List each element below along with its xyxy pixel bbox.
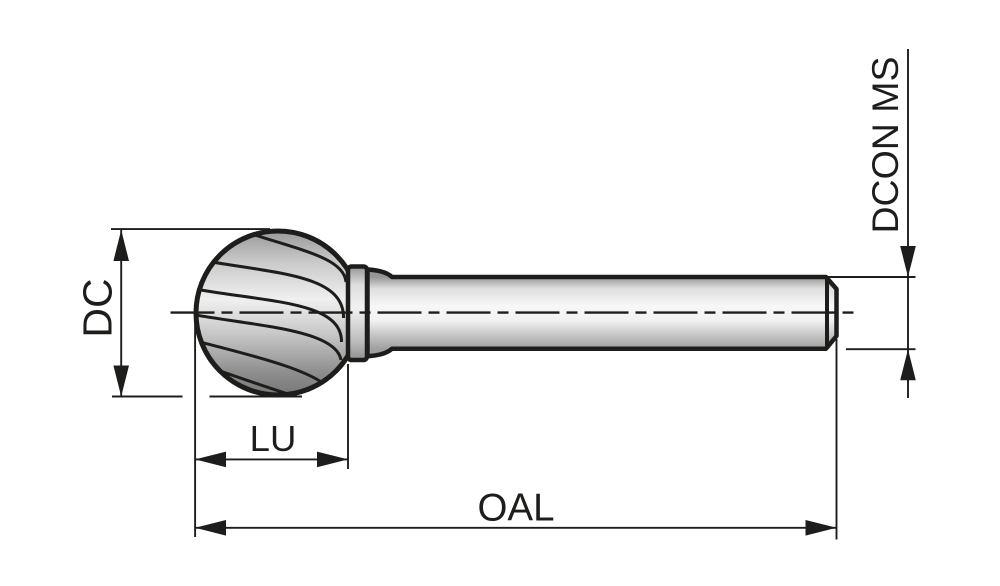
svg-text:DC: DC	[75, 278, 121, 337]
svg-text:OAL: OAL	[477, 487, 554, 530]
svg-text:LU: LU	[250, 418, 297, 459]
svg-text:DCON MS: DCON MS	[864, 56, 906, 233]
